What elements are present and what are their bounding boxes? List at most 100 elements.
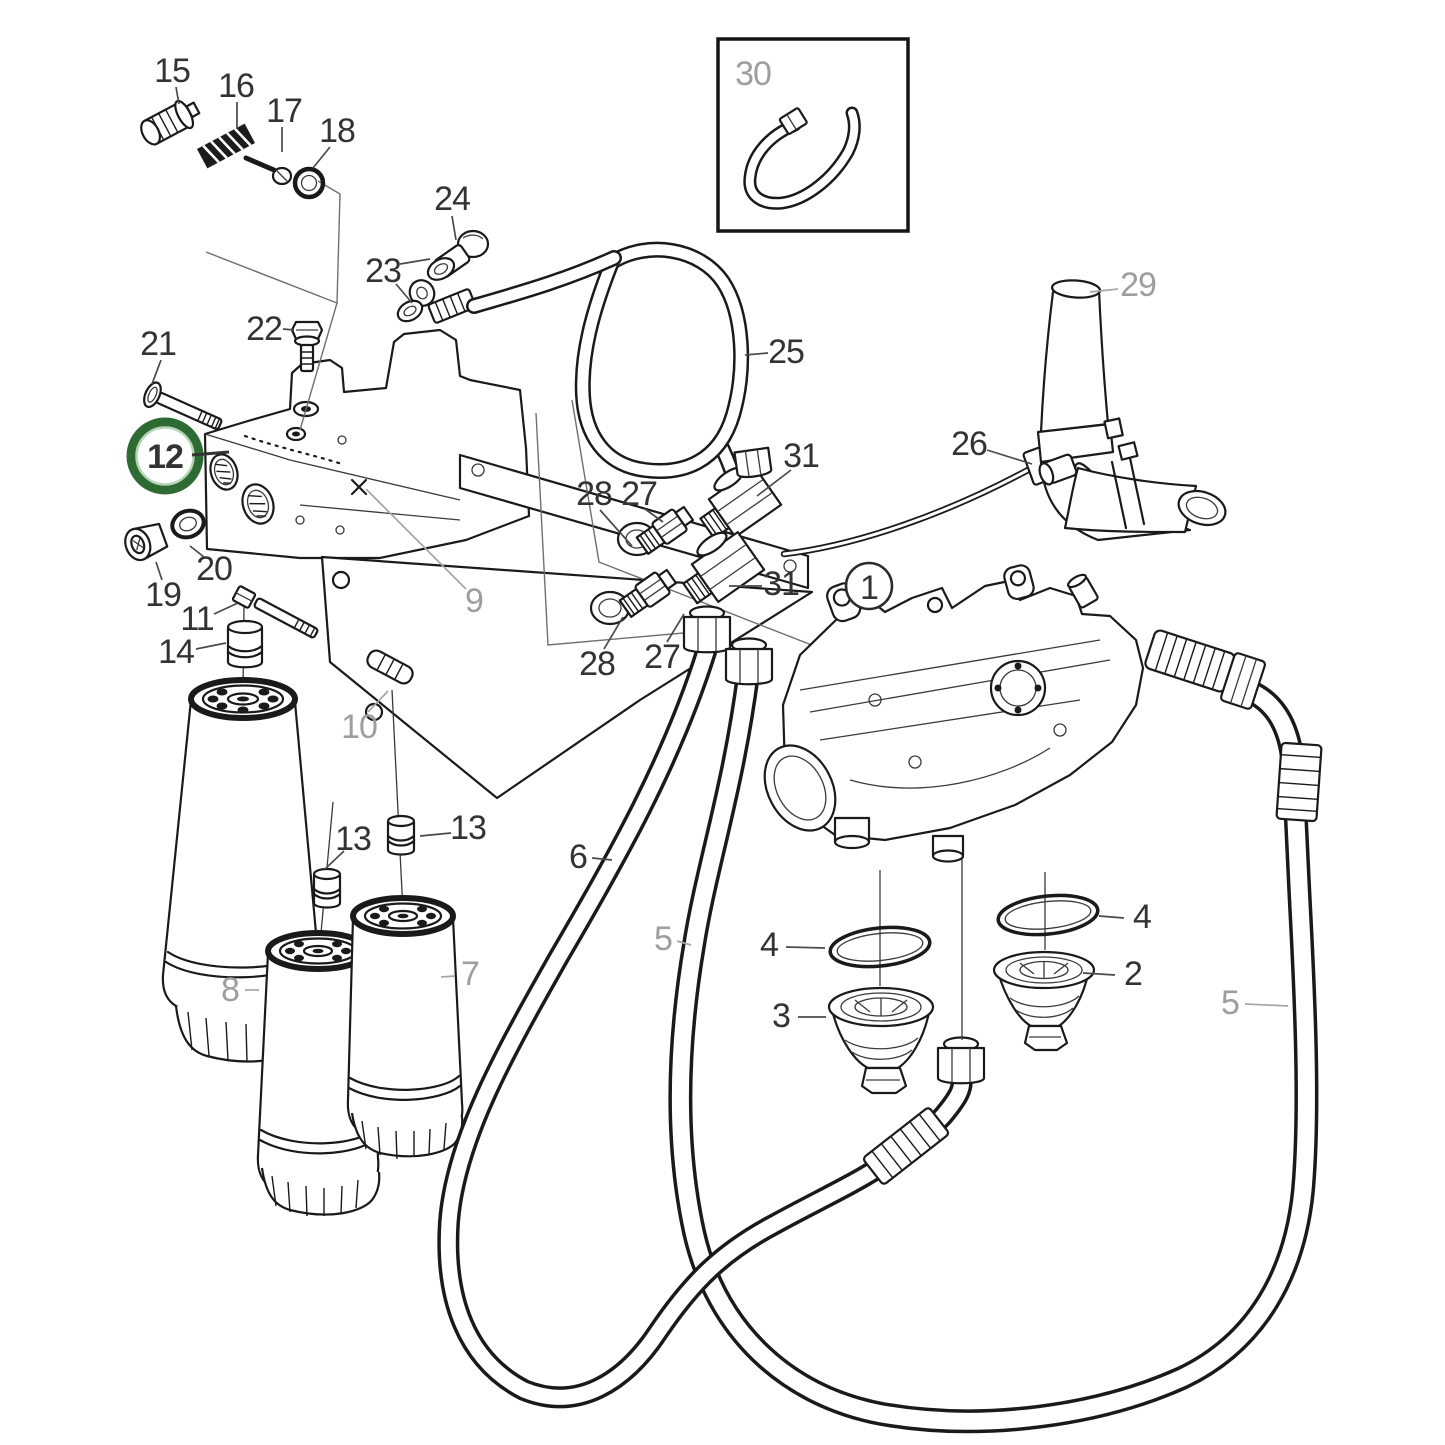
hose5-top-nut: [724, 637, 774, 686]
manifold-assembly: [763, 564, 1267, 863]
valve-spring: [196, 123, 256, 169]
hose-clamp-29a: [1036, 422, 1115, 464]
callout-label: 4: [760, 926, 778, 964]
callout-label: 9: [465, 582, 483, 620]
hose6-top-nut: [682, 605, 732, 654]
callout-leader: [399, 258, 431, 265]
callout-label: 2: [1124, 955, 1142, 993]
callout-label: 10: [341, 708, 377, 746]
vent-hose-26: [780, 446, 1061, 558]
callout-label: 29: [1120, 266, 1156, 304]
callout-label: 11: [180, 600, 213, 638]
callout-label: 16: [218, 67, 254, 105]
fitting-set-upper: [616, 446, 783, 557]
callout-leader: [451, 215, 457, 241]
callout-leader: [986, 449, 1033, 465]
callout-label: 31: [783, 437, 819, 475]
callout-leader: [785, 946, 826, 949]
elbow-union-31-lower: [682, 530, 766, 605]
callout-label: 5: [654, 920, 672, 958]
highlight-circle-12: 12: [126, 417, 230, 495]
callout-label: 28: [579, 645, 615, 683]
callout-label: 18: [319, 112, 355, 150]
elbow-union-31-upper: [699, 465, 783, 540]
callout-label: 24: [434, 180, 470, 218]
callout-leader: [175, 86, 180, 105]
callout-label: 27: [644, 638, 680, 676]
callout-leader: [591, 857, 613, 861]
callout-leader: [155, 561, 163, 581]
spacer-sleeve-13b: [386, 814, 416, 856]
callout-leader: [744, 352, 769, 356]
spacer-sleeve-13a: [312, 867, 342, 909]
callout-label: 8: [221, 971, 239, 1009]
filter-header-housing: [203, 328, 531, 560]
callout-leader: [440, 975, 456, 978]
strainer-3: [827, 986, 935, 1095]
fitting-set-lower: [589, 530, 766, 626]
callout-leader: [312, 146, 331, 169]
callout-leader: [603, 616, 624, 650]
callout-leader: [1098, 915, 1125, 919]
elbow-hose-29: [1036, 279, 1227, 542]
callout-label: 6: [569, 838, 587, 876]
oil-filter-7: [346, 895, 464, 1160]
callout-label: 30: [735, 55, 771, 93]
hose6-end-nut: [936, 1036, 986, 1085]
callout-leader: [365, 488, 467, 590]
callout-leader: [676, 940, 692, 946]
callout-label: 17: [266, 92, 302, 130]
callout-leader: [666, 613, 685, 643]
hose-crimp-ferrule: [427, 288, 477, 324]
manifold-left-port: [763, 744, 837, 832]
callout-leader: [151, 359, 162, 385]
valve-seal-ring: [292, 166, 326, 200]
inset-box-30: [716, 37, 910, 233]
callout-label: 14: [158, 633, 194, 671]
callout-leader: [1244, 1003, 1289, 1007]
callout-leader: [213, 602, 239, 615]
manifold-bottom-port-left: [833, 816, 871, 850]
assembly-axis-c: [391, 689, 404, 913]
callout-label: 4: [1133, 898, 1151, 936]
callout-label: 22: [246, 310, 282, 348]
spacer-sleeve-14: [226, 619, 264, 669]
callout-label: 7: [461, 955, 479, 993]
manifold-bottom-port-right: [931, 834, 965, 863]
stud-bolt: [231, 585, 319, 639]
long-bolt: [143, 381, 223, 430]
sealing-ring: [170, 508, 206, 540]
callout-label: 23: [365, 252, 401, 290]
o-ring-4-left: [828, 925, 932, 969]
callout-label: 13: [450, 809, 486, 847]
highlight-circle-number: 12: [147, 438, 183, 476]
fuel-hose-5: [668, 662, 1323, 1434]
callout-label: 25: [768, 333, 804, 371]
callout-label: 20: [196, 550, 232, 588]
callout-leader: [756, 469, 792, 497]
callout-label: 13: [335, 820, 371, 858]
drain-plug: [124, 522, 169, 562]
callout-leader: [599, 509, 633, 547]
inlet-nut: [1219, 652, 1267, 710]
o-ring-4-right: [996, 893, 1100, 937]
callout-leader: [324, 850, 345, 870]
projection-lines: [205, 180, 846, 659]
pressure-valve-plug: [140, 99, 201, 146]
callout-leader: [282, 328, 295, 331]
hose6-crimp-sleeve: [862, 1107, 950, 1185]
callout-label: 21: [140, 325, 176, 363]
strainer-2: [992, 950, 1096, 1052]
callout-label: 19: [145, 576, 181, 614]
callout-leader: [419, 832, 452, 837]
inlet-threads: [1144, 629, 1236, 693]
hose5-crimp-sleeve: [1275, 741, 1323, 823]
banjo-washers: [396, 257, 456, 323]
dowel-rod: [366, 649, 414, 685]
callout-label: 15: [154, 52, 190, 90]
hose-clamp-29b: [1110, 456, 1146, 530]
callout-label: 31: [763, 565, 799, 603]
